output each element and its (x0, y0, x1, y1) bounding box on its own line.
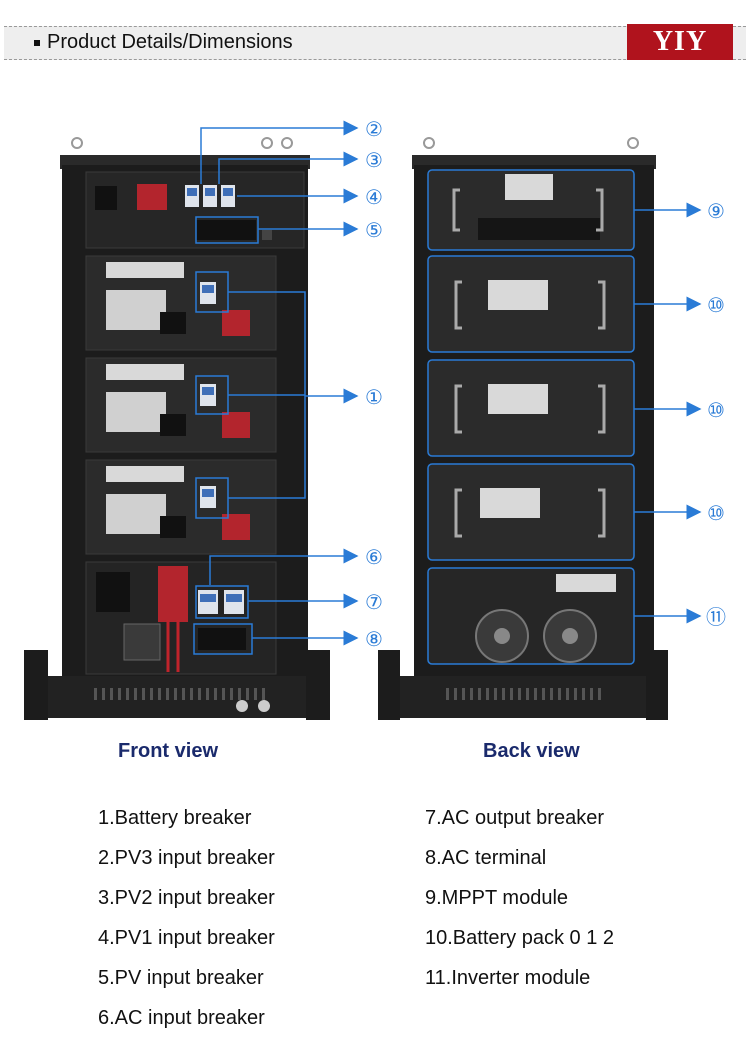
legend-item: 7.AC output breaker (425, 807, 604, 829)
bullet-icon (34, 40, 40, 46)
brand-logo: YIY (627, 24, 733, 60)
callout-9: ⑨ (707, 199, 725, 223)
legend-item: 11.Inverter module (425, 967, 591, 989)
front-callout-lines (193, 120, 359, 655)
callout-10-c: ⑩ (707, 501, 725, 525)
legend-item: 4.PV1 input breaker (98, 927, 275, 949)
callout-3: ③ (365, 148, 383, 172)
legend-right: 7.AC output breaker 8.AC terminal 9.MPPT… (425, 800, 614, 1000)
legend-item: 6.AC input breaker (98, 1007, 265, 1029)
back-view-label: Back view (483, 740, 580, 762)
callout-7: ⑦ (365, 590, 383, 614)
callout-6: ⑥ (365, 545, 383, 569)
callout-10-a: ⑩ (707, 293, 725, 317)
legend-item: 2.PV3 input breaker (98, 847, 275, 869)
back-callout-lines (634, 202, 702, 624)
back-cabinet (378, 137, 668, 720)
callout-8: ⑧ (365, 627, 383, 651)
legend-item: 1.Battery breaker (98, 807, 252, 829)
callout-5: ⑤ (365, 218, 383, 242)
callout-1: ① (365, 385, 383, 409)
legend-item: 3.PV2 input breaker (98, 887, 275, 909)
callout-11: ⑪ (706, 605, 726, 629)
section-title: Product Details/Dimensions (47, 31, 293, 53)
legend-item: 9.MPPT module (425, 887, 569, 909)
callout-10-b: ⑩ (707, 398, 725, 422)
legend-item: 10.Battery pack 0 1 2 (425, 927, 615, 949)
section-header: Product Details/Dimensions (4, 26, 746, 60)
product-photo: ① ② ③ ④ ⑤ ⑥ ⑦ ⑧ ⑨ ⑩ ⑩ ⑩ ⑪ (24, 120, 726, 720)
legend-item: 8.AC terminal (425, 847, 547, 869)
legend-item: 5.PV input breaker (98, 967, 264, 989)
front-cabinet (24, 137, 330, 720)
legend-left: 1.Battery breaker 2.PV3 input breaker 3.… (98, 800, 275, 1040)
callout-2: ② (365, 120, 383, 141)
front-view-label: Front view (118, 740, 219, 762)
callout-4: ④ (365, 185, 383, 209)
